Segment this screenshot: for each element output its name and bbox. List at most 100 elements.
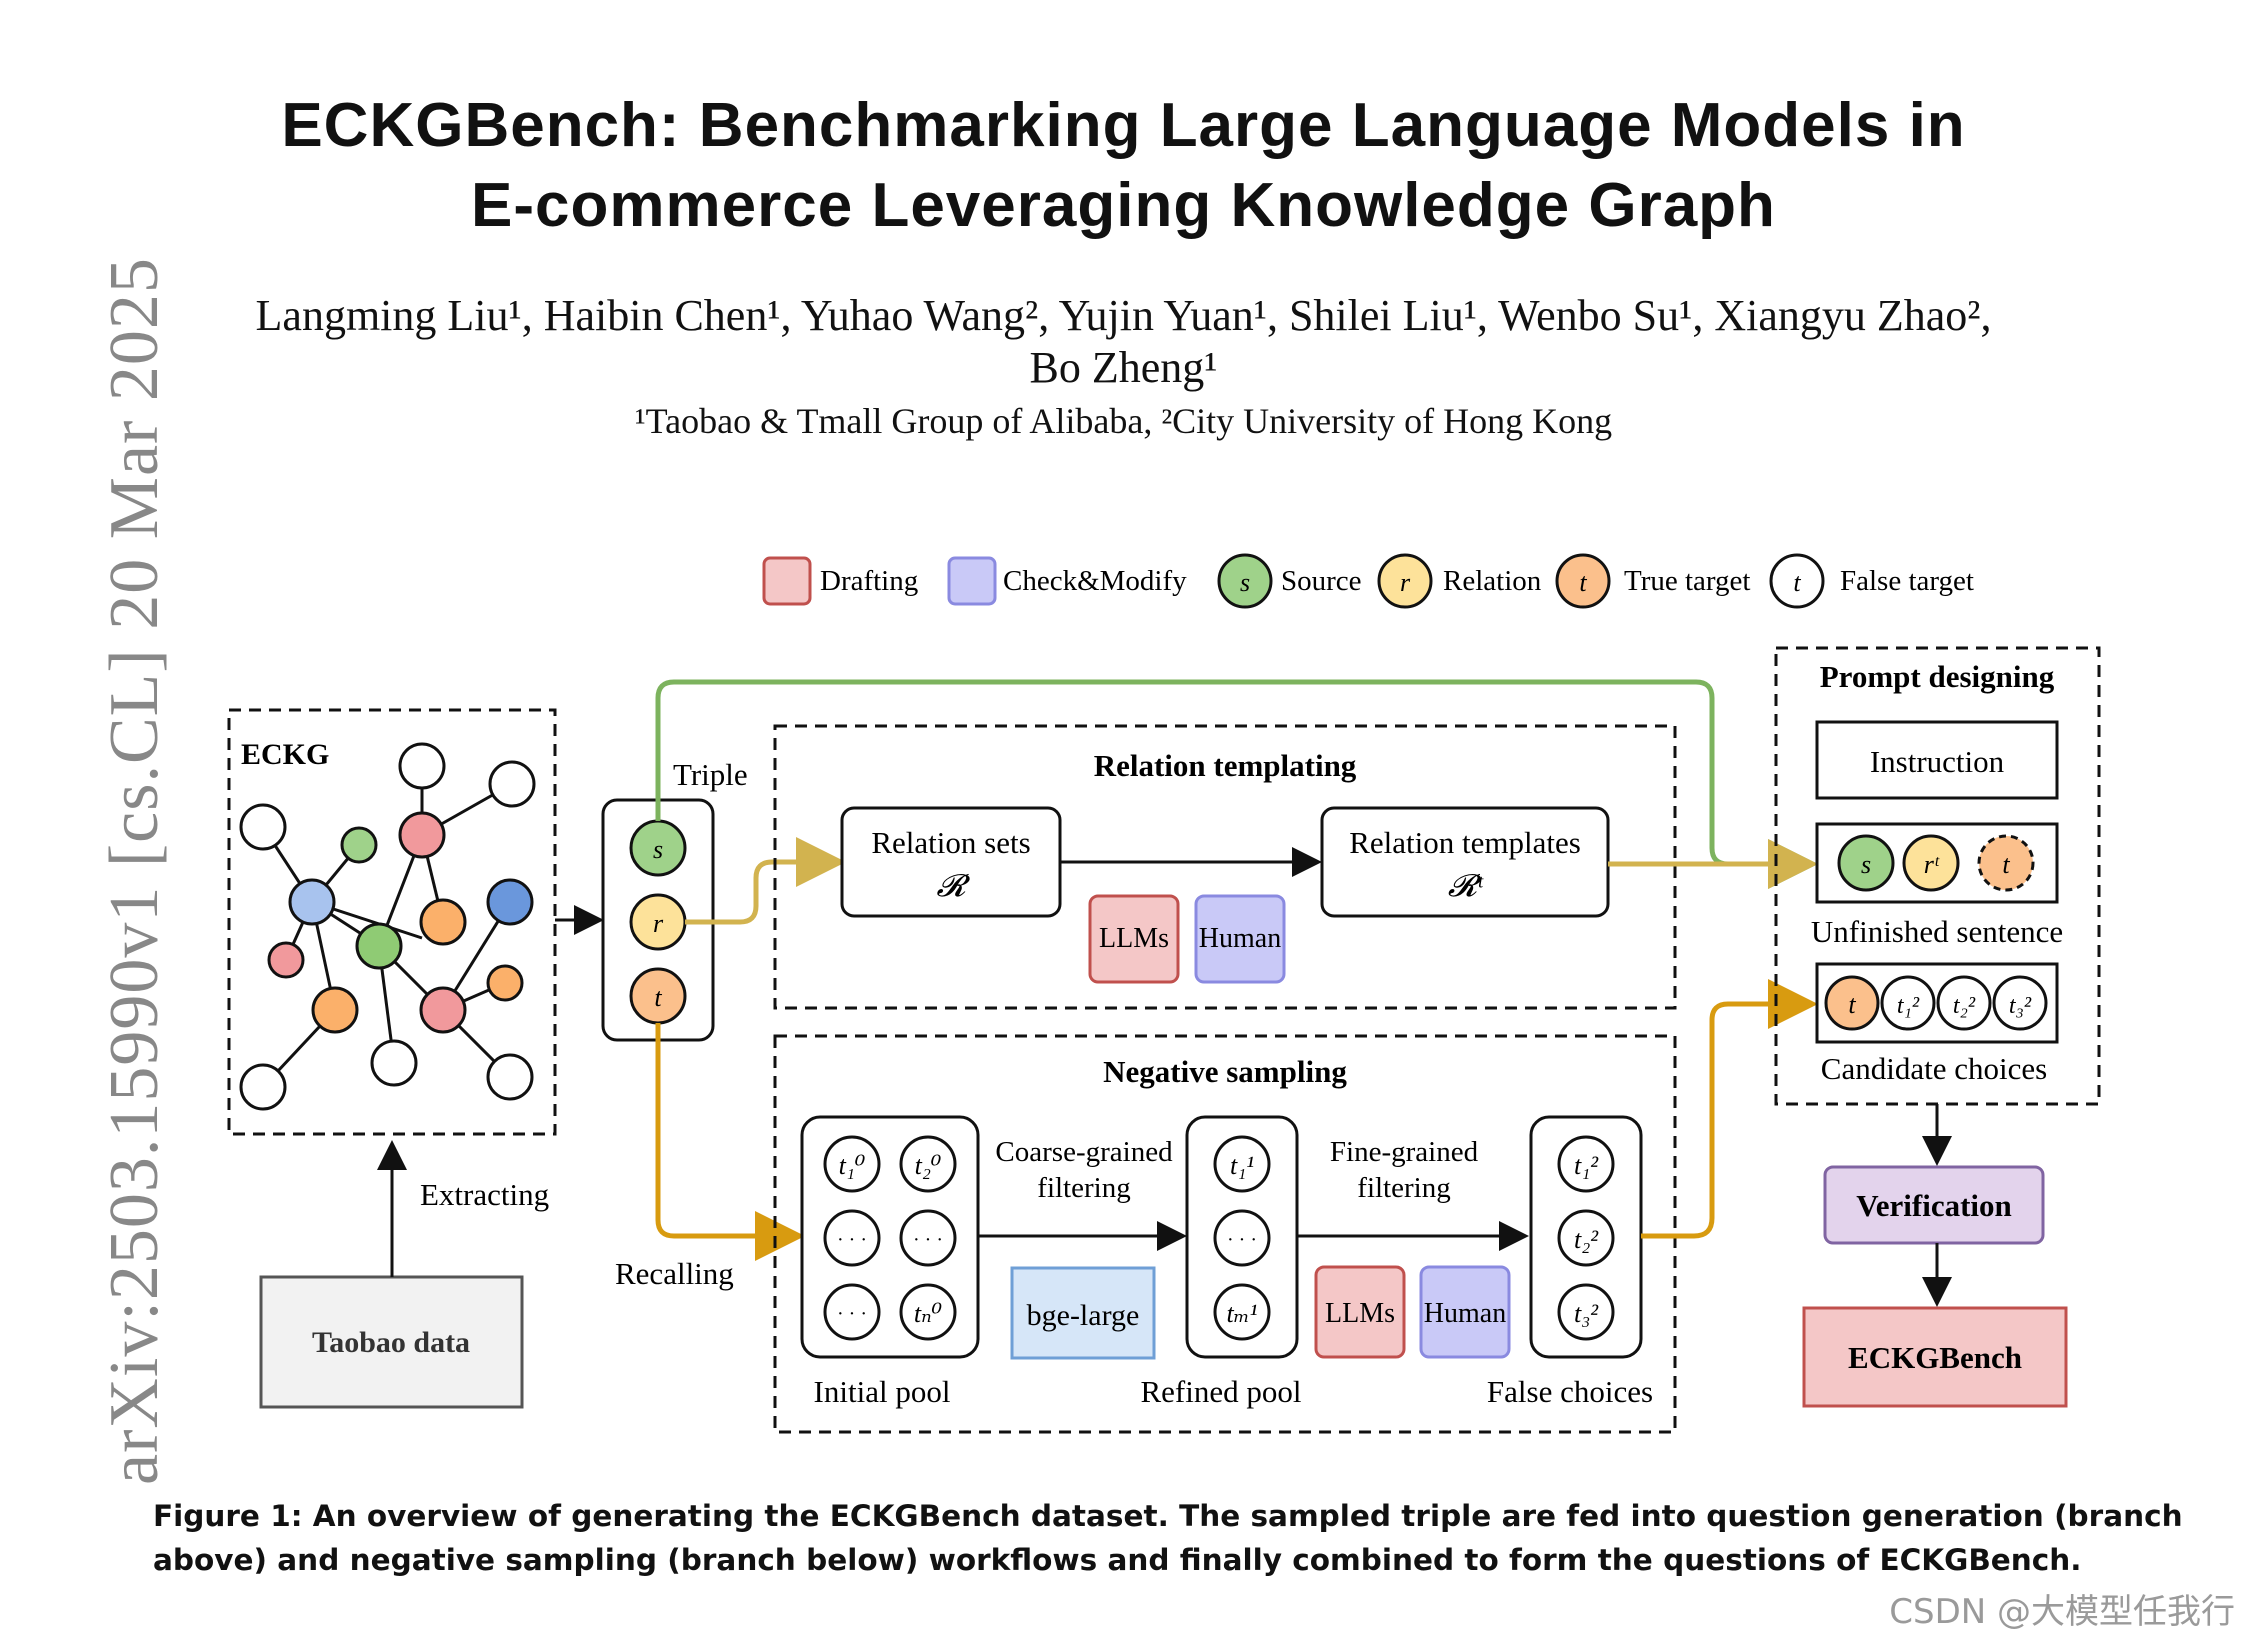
sampling-human-label: Human <box>1424 1298 1506 1329</box>
refined-t1-glyph: t₁¹ <box>1230 1151 1254 1180</box>
candidate-true-node <box>1824 975 1880 1031</box>
unfinished-sentence-label: Unfinished sentence <box>1811 914 2063 949</box>
initial-t1-glyph: t₁⁰ <box>839 1151 866 1180</box>
relation-templates-symbol: 𝓡ᵗ <box>1448 868 1484 903</box>
sampling-llms-box <box>1314 1265 1406 1359</box>
eckg-node-false <box>239 1063 287 1111</box>
paper-title-line-1: ECKGBench: Benchmarking Large Language M… <box>281 91 1966 160</box>
candidate-false-node <box>1880 975 1936 1031</box>
legend-relation-glyph: r <box>1400 568 1411 597</box>
sentence-source-node <box>1837 834 1895 892</box>
affiliations: ¹Taobao & Tmall Group of Alibaba, ²City … <box>634 401 1613 441</box>
initial-t2-glyph: t₂⁰ <box>915 1151 942 1180</box>
paper-title-line-2: E-commerce Leveraging Knowledge Graph <box>471 171 1776 240</box>
legend-source-glyph: s <box>1240 568 1250 597</box>
candidate-false-node <box>1992 975 2048 1031</box>
relation-to-templating-line <box>685 837 846 925</box>
authors-line-1: Langming Liu¹, Haibin Chen¹, Yuhao Wang²… <box>255 291 1992 340</box>
legend: Drafting Check&Modify s Source r Relatio… <box>762 553 1974 609</box>
refined-ellipsis-glyph: · · · <box>1227 1229 1257 1251</box>
triple-source-glyph: s <box>653 835 663 864</box>
sentence-target-placeholder-node <box>1977 834 2035 892</box>
eckg-node-false <box>239 803 287 851</box>
refined-node <box>1213 1135 1271 1193</box>
templating-llms-box <box>1088 894 1180 984</box>
eckg-label: ECKG <box>241 738 329 771</box>
false-choice-node <box>1557 1209 1615 1267</box>
templating-llms-label: LLMs <box>1099 923 1169 954</box>
initial-ellipsis-glyph: · · · <box>837 1229 867 1251</box>
negative-sampling-box <box>773 1034 1677 1434</box>
source-to-prompt-line <box>655 679 1818 889</box>
taobao-data-label: Taobao data <box>312 1326 470 1359</box>
initial-pool-nodes: t₁⁰ t₂⁰ · · · · · · · · · tₙ⁰ <box>823 1135 957 1341</box>
false-choice-node <box>1557 1135 1615 1193</box>
verification-label: Verification <box>1856 1188 2012 1223</box>
relation-templating-box <box>773 724 1677 1010</box>
initial-tn-glyph: tₙ⁰ <box>914 1299 943 1328</box>
candidate-false-node <box>1936 975 1992 1031</box>
bge-large-box <box>1010 1266 1156 1360</box>
eckgbench-box <box>1802 1306 2068 1408</box>
candidate-t2-glyph: t₂² <box>1953 993 1976 1019</box>
instruction-label: Instruction <box>1870 744 2005 779</box>
refined-node <box>1213 1209 1271 1267</box>
legend-false-target-label: False target <box>1840 565 1974 597</box>
eckg-node-false <box>488 760 536 808</box>
legend-source-label: Source <box>1281 565 1362 597</box>
candidate-true-glyph: t <box>1848 990 1856 1019</box>
eckg-node-false <box>486 1053 534 1101</box>
eckg-graph: ECKG <box>227 708 557 1136</box>
eckg-node-source <box>355 922 403 970</box>
eckg-node-red <box>398 811 446 859</box>
fine-filter-label-2: filtering <box>1357 1172 1450 1204</box>
false-choices-to-prompt-line <box>1641 979 1818 1239</box>
legend-true-target-glyph: t <box>1579 568 1587 597</box>
legend-false-target-node <box>1769 553 1825 609</box>
eckg-node-false <box>398 742 446 790</box>
coarse-filter-label-1: Coarse-grained <box>995 1136 1173 1168</box>
false-choice-node <box>1557 1283 1615 1341</box>
sentence-target-glyph: t <box>2002 850 2010 879</box>
templating-human-box <box>1194 894 1286 984</box>
eckg-node-orange <box>486 964 524 1002</box>
sampling-llms-label: LLMs <box>1325 1298 1395 1329</box>
legend-check-modify-label: Check&Modify <box>1003 565 1187 597</box>
legend-source-node <box>1217 553 1273 609</box>
false-choices-label: False choices <box>1487 1374 1653 1409</box>
legend-relation-node <box>1377 553 1433 609</box>
sentence-source-glyph: s <box>1861 850 1871 879</box>
initial-ellipsis-glyph: · · · <box>837 1303 867 1325</box>
fine-filter-label-1: Fine-grained <box>1330 1136 1479 1168</box>
eckg-node-blue <box>486 878 534 926</box>
extracting-label: Extracting <box>420 1177 549 1212</box>
eckg-node-false <box>370 1039 418 1087</box>
recalling-label: Recalling <box>615 1256 734 1291</box>
relation-templates-label: Relation templates <box>1349 825 1581 860</box>
sentence-relation-glyph: rᵗ <box>1924 850 1940 879</box>
refined-tm-glyph: tₘ¹ <box>1227 1299 1258 1328</box>
csdn-watermark: CSDN @大模型任我行 <box>1889 1592 2235 1632</box>
candidate-choices-label: Candidate choices <box>1821 1051 2047 1086</box>
authors-line-2: Bo Zheng¹ <box>1029 343 1218 392</box>
false-t1-glyph: t₁² <box>1574 1151 1599 1180</box>
legend-drafting-label: Drafting <box>820 565 918 597</box>
instruction-box <box>1815 720 2059 800</box>
legend-relation-label: Relation <box>1443 565 1542 597</box>
bge-large-label: bge-large <box>1027 1299 1140 1332</box>
relation-sets-label: Relation sets <box>871 825 1030 860</box>
eckg-node-red <box>267 941 305 979</box>
verification-box <box>1823 1165 2045 1245</box>
legend-true-target-label: True target <box>1624 565 1750 597</box>
triple-relation-glyph: r <box>653 909 664 938</box>
sampling-human-box <box>1419 1265 1511 1359</box>
negative-sampling-title: Negative sampling <box>1103 1054 1347 1089</box>
false-t2-glyph: t₂² <box>1574 1225 1599 1254</box>
legend-true-target-node <box>1555 553 1611 609</box>
eckgbench-label: ECKGBench <box>1848 1340 2022 1375</box>
eckg-node-source <box>340 826 378 864</box>
legend-check-modify-swatch <box>947 556 997 606</box>
figure-caption-line-1: Figure 1: An overview of generating the … <box>153 1499 2183 1533</box>
legend-false-target-glyph: t <box>1793 568 1801 597</box>
